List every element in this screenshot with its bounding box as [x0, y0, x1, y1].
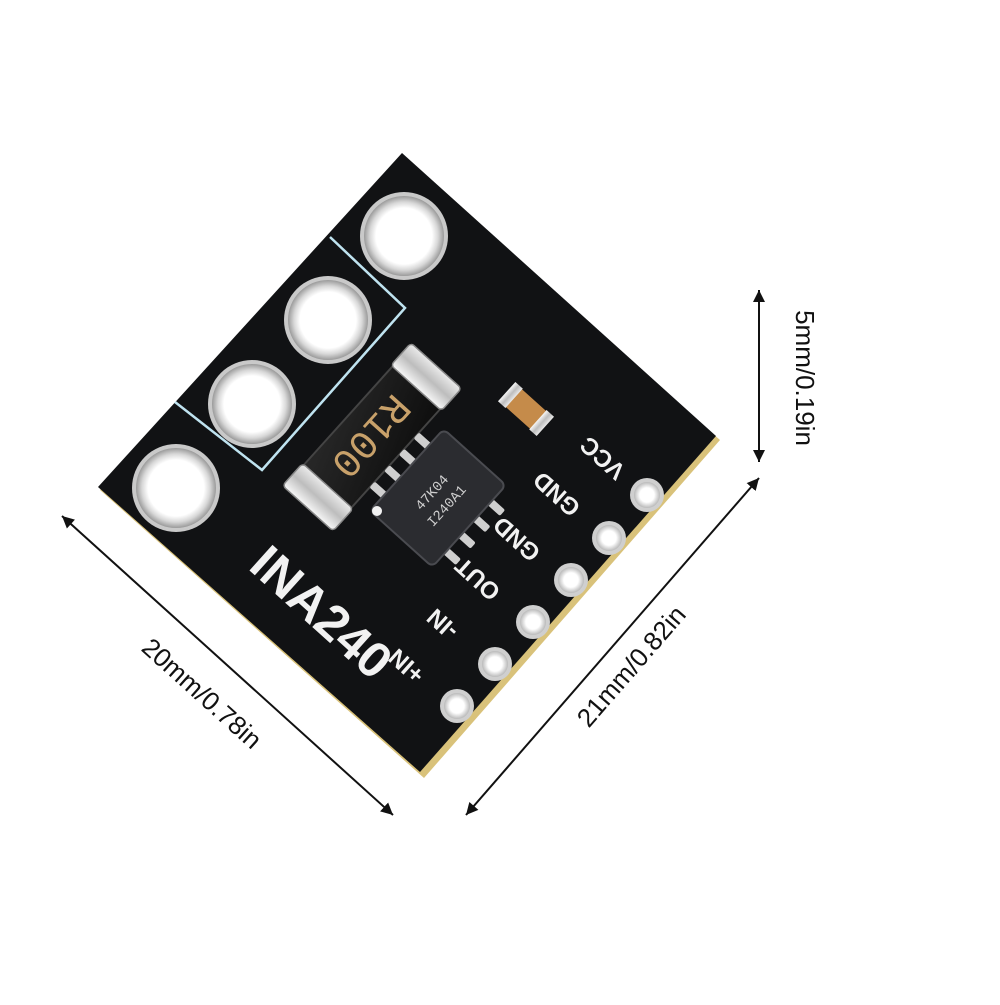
- length-arrow: [465, 477, 760, 816]
- large-pin-holes: [132, 192, 448, 532]
- pad-vcc: [634, 482, 660, 508]
- ina240-ic: 47K04 I240A1: [370, 430, 505, 566]
- pad-in-minus: [482, 651, 508, 677]
- hole-1: [364, 196, 444, 276]
- hole-4: [136, 448, 216, 528]
- smd-capacitor: [497, 381, 555, 437]
- thickness-label: 5mm/0.19in: [790, 310, 820, 446]
- width-label: 20mm/0.78in: [136, 632, 268, 755]
- dimension-thickness: 5mm/0.19in: [753, 290, 820, 462]
- length-label: 21mm/0.82in: [571, 600, 692, 733]
- pin1-dot: [372, 506, 382, 516]
- pad-in-plus: [444, 693, 470, 719]
- pad-gnd-2: [558, 567, 584, 593]
- pad-out: [520, 609, 546, 635]
- width-arrow: [61, 515, 394, 816]
- resistor-terminal: [391, 343, 461, 410]
- pad-gnd-1: [596, 525, 622, 551]
- silk-outline: [174, 236, 407, 472]
- hole-2: [288, 280, 368, 360]
- cap-terminal: [529, 410, 555, 437]
- hole-3: [212, 364, 292, 444]
- cap-terminal: [497, 381, 523, 408]
- ic-leads-top: [370, 433, 432, 499]
